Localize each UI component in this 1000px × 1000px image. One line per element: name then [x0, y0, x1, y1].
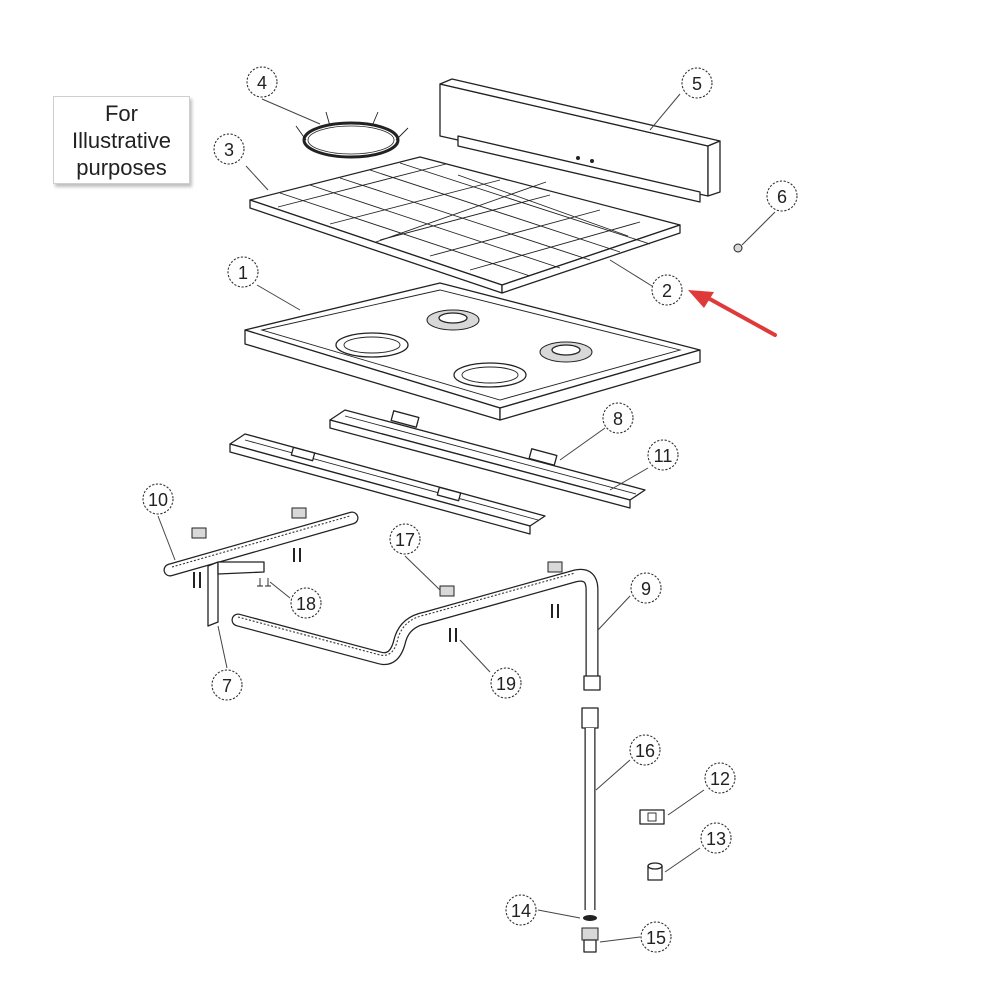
part-10-tube	[163, 507, 359, 577]
callout-13: 13	[700, 822, 732, 854]
callout-label: 8	[613, 409, 623, 429]
callout-label: 9	[641, 579, 651, 599]
callout-18: 18	[290, 587, 322, 619]
callout-label: 4	[257, 73, 267, 93]
callout-circle	[647, 439, 679, 471]
callout-circle	[700, 822, 732, 854]
callout-label: 17	[395, 530, 415, 550]
callout-circle	[142, 483, 174, 515]
callout-9: 9	[630, 572, 662, 604]
callout-8: 8	[602, 402, 634, 434]
part-6-screw	[733, 243, 743, 253]
callout-label: 14	[511, 901, 531, 921]
part-1-cooktop	[244, 282, 701, 421]
callout-circle	[681, 67, 713, 99]
callout-label: 12	[710, 769, 730, 789]
part-18-screws	[193, 572, 271, 588]
callout-label: 2	[662, 281, 672, 301]
part-3-grates	[249, 156, 681, 294]
callout-circle	[602, 402, 634, 434]
part-4-wok-ring	[295, 111, 409, 159]
part-19-screws	[293, 548, 559, 642]
callout-3: 3	[213, 133, 245, 165]
callout-label: 11	[654, 446, 673, 466]
callout-circle	[389, 523, 421, 555]
red-arrow-icon	[688, 290, 777, 337]
callout-6: 6	[766, 180, 798, 212]
part-bracket-lower	[229, 433, 546, 535]
callout-17: 17	[389, 523, 421, 555]
callout-label: 5	[692, 74, 702, 94]
callout-15: 15	[640, 921, 672, 953]
callout-circle	[213, 133, 245, 165]
leader-lines	[157, 93, 776, 943]
callout-label: 19	[496, 674, 516, 694]
callout-label: 3	[224, 140, 234, 160]
illustrative-note: For Illustrative purposes	[53, 96, 190, 184]
callout-circle	[704, 762, 736, 794]
callout-16: 16	[629, 734, 661, 766]
part-12-valve	[639, 809, 665, 825]
part-9-gas-tube	[231, 561, 601, 691]
callout-1: 1	[227, 256, 259, 288]
callout-circle	[246, 66, 278, 98]
callout-circle	[490, 667, 522, 699]
callout-circle	[651, 274, 683, 306]
callout-2: 2	[651, 274, 683, 306]
callout-label: 13	[706, 829, 726, 849]
callout-12: 12	[704, 762, 736, 794]
callout-5: 5	[681, 67, 713, 99]
part-13-orifice	[647, 862, 663, 881]
part-15-fitting	[581, 927, 599, 953]
callout-7: 7	[211, 669, 243, 701]
callout-circle	[629, 734, 661, 766]
callout-circle	[630, 572, 662, 604]
callout-label: 15	[646, 928, 666, 948]
callout-11: 11	[647, 439, 679, 471]
callout-circle	[505, 894, 537, 926]
callout-label: 16	[635, 741, 655, 761]
callout-4: 4	[246, 66, 278, 98]
callout-circle	[227, 256, 259, 288]
callout-19: 19	[490, 667, 522, 699]
part-8-11-brackets	[329, 409, 646, 509]
callout-label: 10	[148, 490, 168, 510]
callout-label: 6	[777, 187, 787, 207]
callout-circle	[211, 669, 243, 701]
callout-label: 18	[296, 594, 316, 614]
callout-circle	[766, 180, 798, 212]
callout-label: 1	[238, 263, 248, 283]
callout-circle	[290, 587, 322, 619]
callout-10: 10	[142, 483, 174, 515]
callout-label: 7	[222, 676, 232, 696]
callout-14: 14	[505, 894, 537, 926]
part-14-seal	[583, 915, 597, 921]
part-7-bracket	[207, 561, 265, 627]
callout-circle	[640, 921, 672, 953]
part-16-flex-line	[581, 707, 599, 910]
